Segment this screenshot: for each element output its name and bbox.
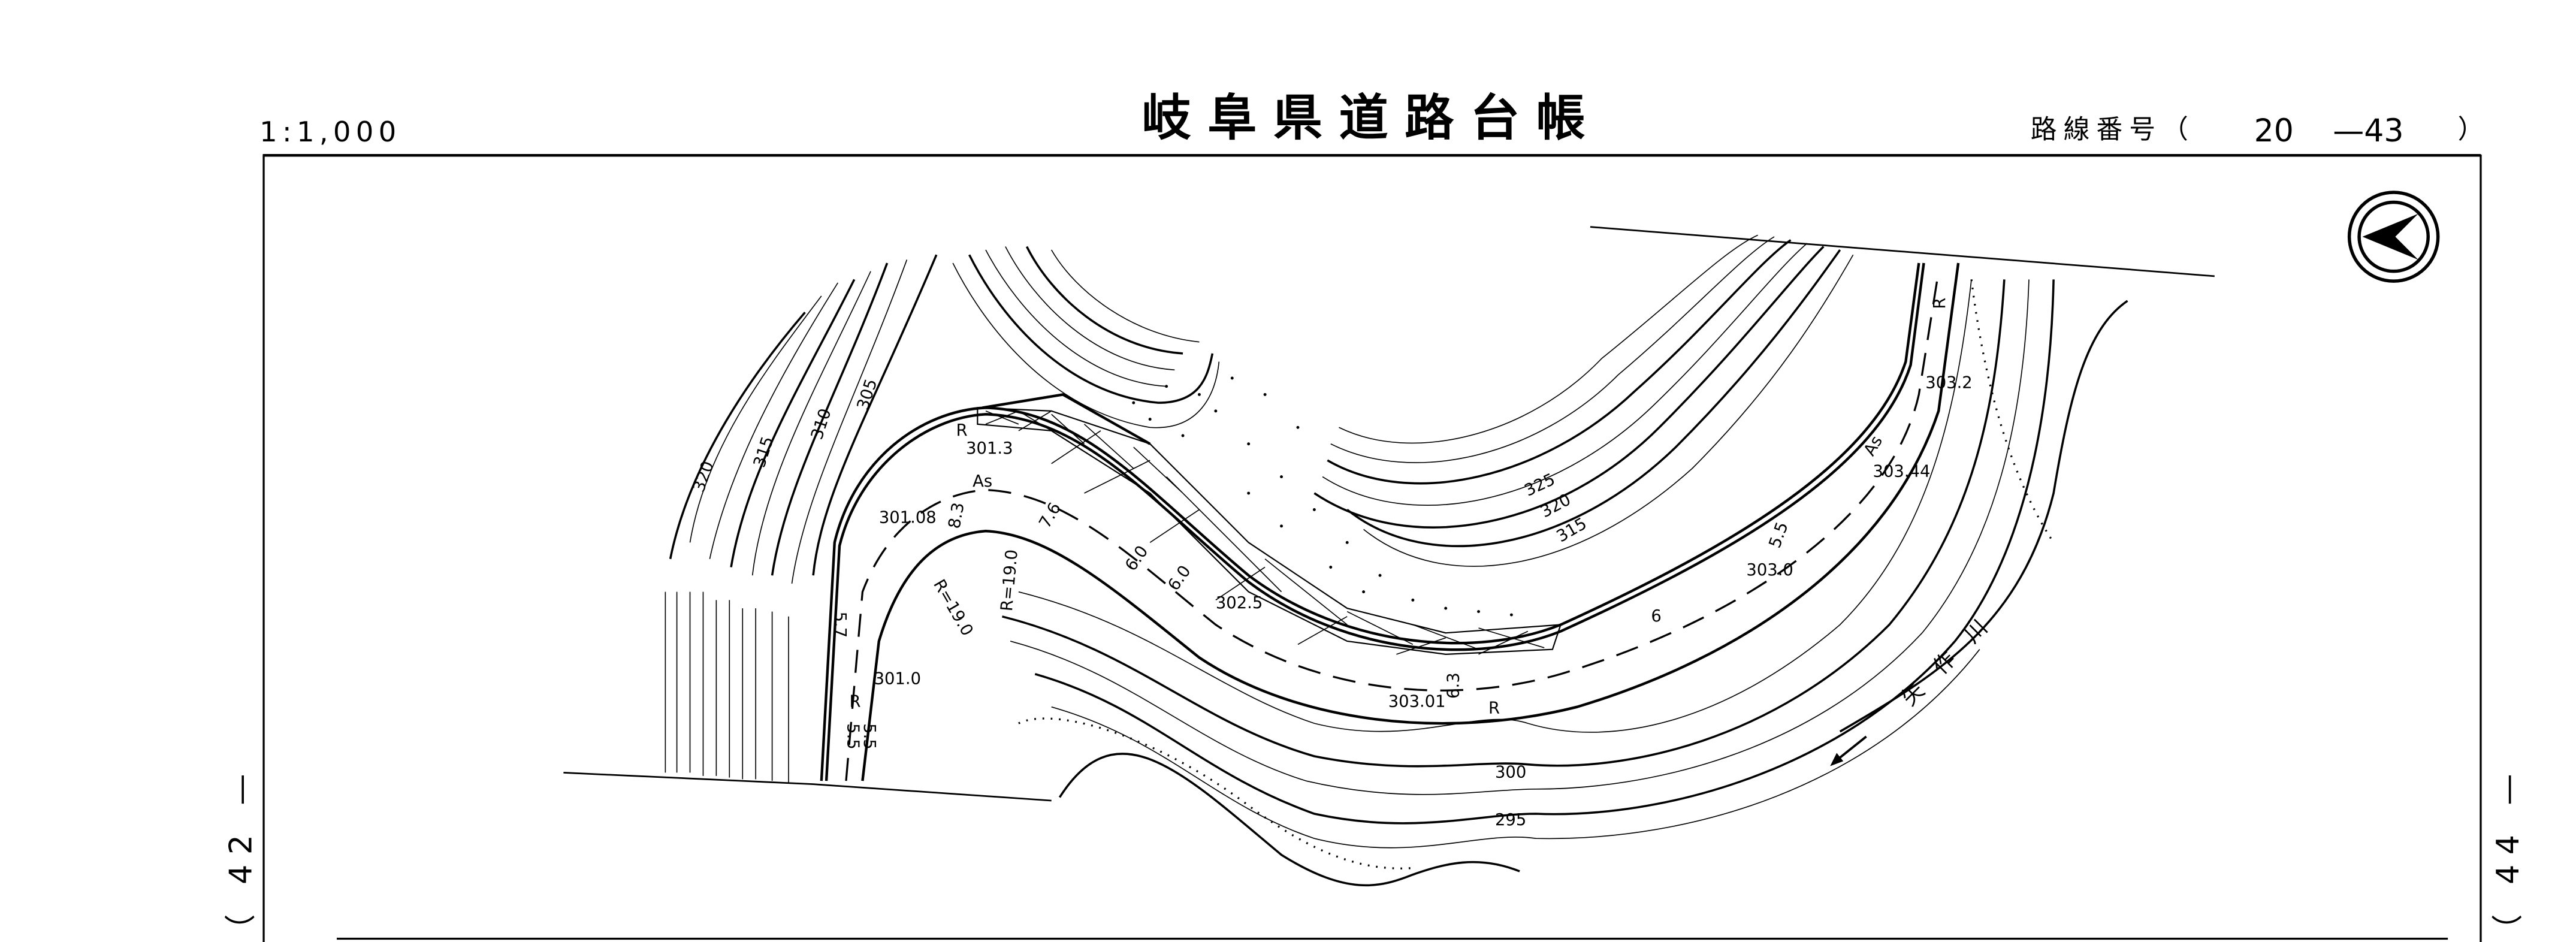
river-flow-arrow-icon [1830, 735, 1867, 766]
sheet-number-value: —43 [2333, 113, 2403, 149]
elevation-label: 301.0 [874, 669, 921, 688]
retaining-wall-label: R [956, 421, 968, 440]
contour-label: 300 [1495, 763, 1526, 782]
contour-label: 310 [808, 406, 835, 442]
elevation-label: 302.5 [1216, 594, 1263, 612]
elevation-label: 301.08 [879, 508, 937, 527]
contour-label: 315 [750, 434, 778, 470]
route-number-value: 20 [2254, 113, 2294, 149]
width-label: 8.3 [946, 501, 968, 530]
elevation-label: 303.2 [1925, 373, 1972, 392]
sand-dotted-area [1132, 376, 1513, 617]
contour-label: 295 [1495, 811, 1526, 829]
map-boundary-lines [563, 226, 2215, 802]
map-frame [262, 154, 2482, 942]
elevation-label: 303.0 [1746, 561, 1793, 579]
elevation-label: 301.3 [966, 439, 1013, 458]
curve-radius-label: R=19.0 [998, 549, 1022, 612]
contour-lines [665, 234, 2128, 887]
sheet-title: 岐阜県道路台帳 [1142, 90, 1602, 147]
contour-label: 320 [690, 459, 718, 495]
curve-radius-label: R=19.0 [929, 576, 976, 639]
adjacent-sheet-left: （ 42 — [223, 764, 259, 942]
embankment-hatch-area [977, 407, 1562, 655]
river-name-label: 矢作川 [1897, 599, 2009, 711]
road-alignment [820, 262, 1960, 781]
surface-label: As [973, 472, 992, 491]
surface-label: As [1861, 433, 1886, 459]
contour-label: 320 [1538, 490, 1574, 521]
retaining-wall-label: R [1931, 298, 1949, 309]
width-label: 5.7 [831, 612, 849, 638]
width-label: 6 [1651, 607, 1661, 626]
width-label: 5.5 [860, 723, 878, 750]
width-label: 5.5 [1766, 520, 1792, 551]
adjacent-sheet-right: （ 44 — [2490, 764, 2526, 942]
route-number-label: 路線番号（ [2031, 114, 2195, 144]
elevation-label: 303.44 [1873, 463, 1931, 481]
contour-label: 315 [1554, 514, 1590, 546]
width-label: 7.6 [1035, 500, 1065, 532]
width-label: 6.0 [1164, 562, 1194, 594]
route-number-close: ） [2458, 114, 2484, 144]
retaining-wall-label: R [849, 693, 860, 711]
map-annotations: 320 315 310 305 325 320 315 300 295 301.… [690, 298, 1973, 830]
width-label: 6.3 [1445, 672, 1463, 699]
contour-label: 305 [854, 377, 881, 412]
retaining-wall-label: R [1488, 699, 1500, 718]
elevation-label: 303.01 [1388, 693, 1446, 711]
north-arrow-icon [2347, 191, 2440, 283]
width-label: 5.5 [844, 723, 862, 750]
contour-label: 325 [1522, 470, 1558, 500]
scale-label: 1:1,000 [259, 116, 401, 148]
